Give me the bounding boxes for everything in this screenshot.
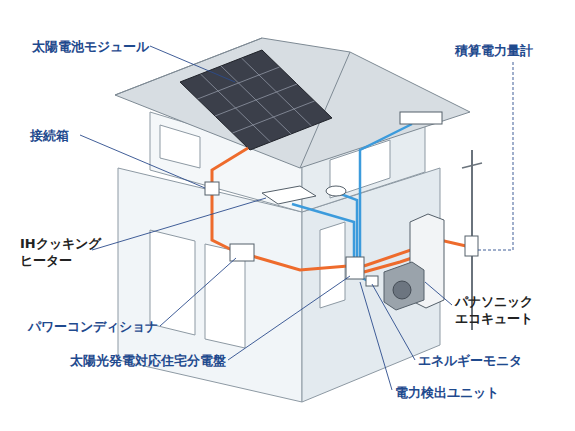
heat-pump-fan: [393, 281, 411, 299]
callout-label: パワーコンディショナ: [28, 318, 158, 335]
leader-line: [160, 258, 236, 326]
power-wire: [252, 256, 348, 270]
air-conditioner: [400, 112, 442, 124]
callout-label: 太陽電池モジュール: [32, 38, 149, 55]
leader-line: [425, 282, 452, 305]
solar-panel-array: [180, 50, 332, 150]
watt-hour-meter: [465, 236, 478, 256]
power-wire: [212, 195, 236, 252]
power-wire: [212, 148, 248, 185]
ceiling-light: [326, 186, 346, 196]
leader-line: [228, 276, 350, 360]
power-conditioner: [230, 244, 254, 261]
distribution-board: [346, 257, 364, 279]
house-wire: [360, 124, 412, 258]
junction-box: [205, 182, 219, 195]
panel-grid-line: [233, 101, 315, 133]
heat-pump-unit: [384, 262, 424, 310]
callout-label: パナソニック エコキュート: [455, 293, 533, 327]
window: [320, 222, 345, 308]
callout-label: 電力検出ユニット: [395, 384, 499, 401]
window: [160, 125, 200, 168]
pole-arm: [462, 163, 482, 168]
callout-label: エネルギーモニタ: [418, 352, 522, 369]
leader-line: [80, 135, 205, 188]
leader-line: [372, 284, 415, 360]
panel-grid: [198, 58, 315, 142]
house-wire: [338, 193, 357, 258]
leader-line: [92, 198, 266, 250]
callout-label: IHクッキング ヒーター: [20, 235, 101, 269]
house-wires: [292, 124, 412, 282]
leader-line: [360, 282, 392, 390]
ih-cooking-heater: [262, 186, 316, 204]
callout-label: 接続箱: [30, 127, 69, 144]
roof: [115, 38, 470, 168]
callout-label: 積算電力量計: [455, 42, 533, 59]
house-wire: [292, 204, 354, 258]
callout-label: 太陽光発電対応住宅分電盤: [70, 352, 226, 369]
leader-line: [478, 62, 513, 250]
panel-grid-line: [215, 84, 297, 116]
leader-line: [150, 46, 235, 82]
leader-lines: [80, 46, 513, 390]
